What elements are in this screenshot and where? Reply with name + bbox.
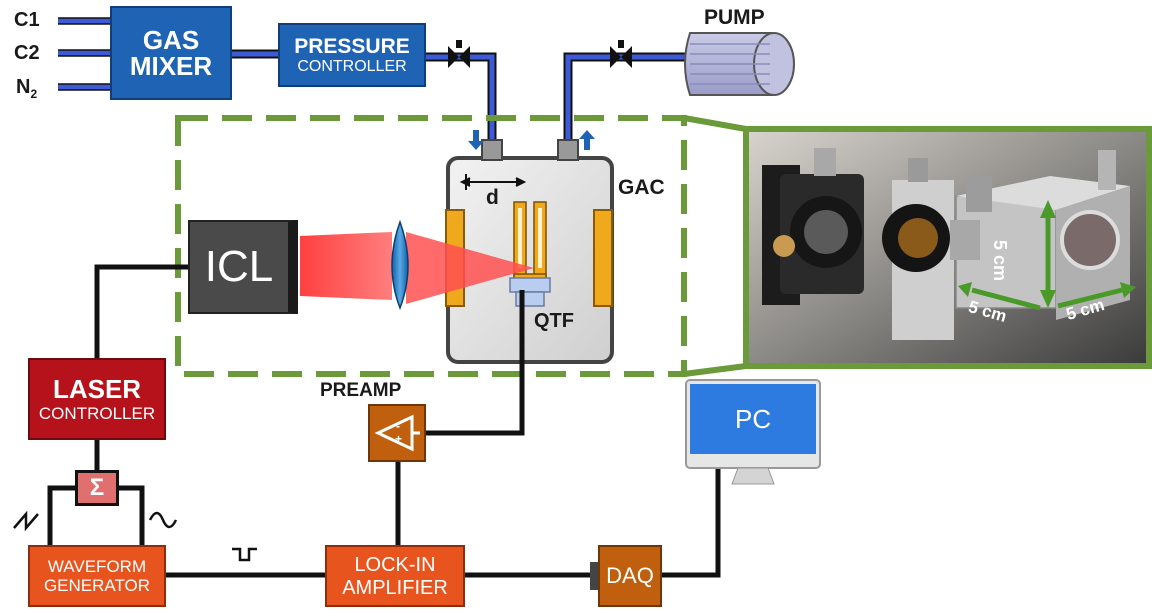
setup-photo — [743, 126, 1152, 369]
gac-label: GAC — [618, 176, 665, 199]
gas-input-c2: C2 — [14, 42, 40, 64]
gas-mixer-line1: GAS — [142, 25, 200, 55]
gas-input-c1: C1 — [14, 9, 40, 31]
svg-text:-: - — [396, 419, 400, 433]
preamp-box[interactable]: - + — [368, 404, 426, 462]
summing-junction-box[interactable]: Σ — [75, 470, 119, 506]
setup-zoom-frame — [175, 115, 687, 377]
distance-label: d — [486, 186, 499, 209]
electrical-wires — [47, 264, 721, 578]
icl-box[interactable]: ICL — [188, 220, 298, 314]
n2-subscript: 2 — [30, 87, 38, 101]
valve-icon[interactable] — [610, 40, 632, 68]
pressure-controller-box[interactable]: PRESSURE CONTROLLER — [278, 23, 426, 87]
preamp-label: PREAMP — [320, 380, 402, 401]
lock-in-amplifier-box[interactable]: LOCK-IN AMPLIFIER — [325, 545, 465, 607]
lens-icon — [391, 219, 409, 311]
ramp-signal-icon — [13, 510, 39, 532]
gas-input-lines — [58, 18, 110, 90]
svg-text:+: + — [395, 432, 402, 446]
lock-in-line1: LOCK-IN — [354, 553, 436, 576]
icl-label: ICL — [204, 242, 274, 291]
sum-symbol: Σ — [89, 474, 105, 501]
gas-line-controller-to-cell — [426, 52, 497, 145]
waveform-generator-line2: GENERATOR — [43, 576, 151, 595]
pump-label: PUMP — [704, 6, 765, 29]
pump — [684, 32, 795, 96]
daq-label: DAQ — [606, 563, 654, 588]
lock-in-line2: AMPLIFIER — [342, 576, 448, 599]
gas-input-n2: N2 — [16, 76, 37, 101]
pc-monitor — [685, 379, 821, 485]
daq-box[interactable]: DAQ — [598, 545, 662, 607]
laser-controller-box[interactable]: LASER CONTROLLER — [28, 358, 166, 440]
pc-label: PC — [735, 404, 772, 434]
waveform-generator-box[interactable]: WAVEFORM GENERATOR — [28, 545, 166, 607]
laser-controller-line2: CONTROLLER — [38, 404, 156, 423]
n2-label: N — [16, 76, 31, 98]
laser-controller-line1: LASER — [52, 374, 142, 404]
qtf-label: QTF — [534, 310, 574, 332]
gas-mixer-box[interactable]: GAS MIXER — [110, 6, 232, 100]
gas-line-cell-to-pump — [563, 52, 686, 145]
gas-absorption-cell — [445, 130, 614, 364]
qtf-icon — [509, 201, 551, 307]
waveform-generator-line1: WAVEFORM — [47, 557, 147, 576]
sine-signal-icon — [148, 511, 178, 529]
photo-height-label: 5 cm — [990, 240, 1010, 282]
pressure-controller-line2: CONTROLLER — [297, 57, 407, 75]
pressure-controller-line1: PRESSURE — [294, 34, 410, 58]
daq-connector — [590, 562, 598, 590]
square-signal-icon — [232, 547, 257, 562]
gas-mixer-line2: MIXER — [129, 51, 213, 81]
valve-icon[interactable] — [448, 40, 470, 68]
amplifier-icon: - + — [374, 414, 420, 452]
laser-beam — [300, 232, 534, 304]
